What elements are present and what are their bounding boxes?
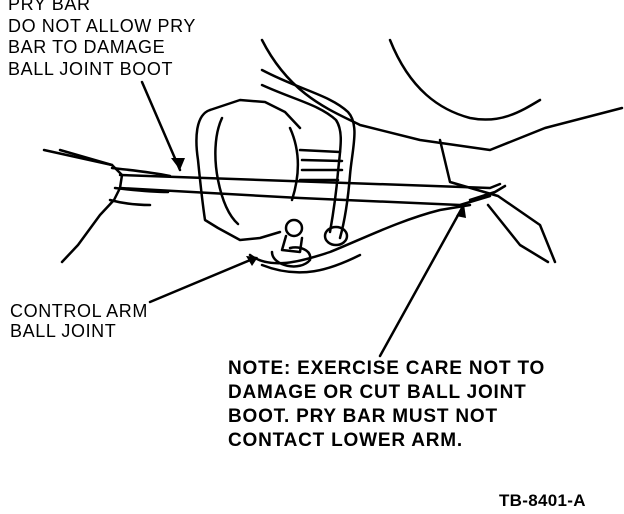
lower-arm bbox=[248, 203, 472, 265]
pry-bar-top bbox=[118, 173, 502, 190]
note-arrowhead bbox=[456, 204, 466, 218]
hub-rim bbox=[288, 126, 300, 202]
control-arm-line-1: CONTROL ARM bbox=[10, 301, 148, 321]
note-line-4: CONTACT LOWER ARM. bbox=[228, 430, 463, 451]
caliper-top bbox=[208, 98, 302, 130]
pry-bar-line-1: PRY BAR bbox=[8, 0, 91, 14]
knuckle-pivot bbox=[323, 225, 349, 247]
control-arm-callout: CONTROL ARM BALL JOINT bbox=[10, 301, 148, 341]
body-side-line bbox=[486, 203, 550, 264]
hand-thumb bbox=[58, 148, 114, 167]
note-line-2: DAMAGE OR CUT BALL JOINT bbox=[228, 382, 527, 403]
hand-fingers bbox=[108, 166, 172, 207]
control-arm-line-2: BALL JOINT bbox=[10, 321, 117, 341]
pry-bar-line-4: BALL JOINT BOOT bbox=[8, 58, 174, 79]
pry-bar-callout: PRY BAR DO NOT ALLOW PRY BAR TO DAMAGE B… bbox=[8, 0, 196, 80]
ball-joint-stud bbox=[280, 234, 304, 254]
control-arm-leader bbox=[148, 256, 257, 304]
fender-curve bbox=[388, 38, 542, 121]
note-callout: NOTE: EXERCISE CARE NOT TO DAMAGE OR CUT… bbox=[228, 357, 545, 453]
pry-bar-tip bbox=[468, 184, 507, 202]
ball-joint-base bbox=[270, 246, 312, 268]
knuckle-arm bbox=[260, 68, 356, 240]
pry-bar-leader bbox=[140, 80, 182, 172]
lower-arm-lower bbox=[260, 253, 362, 274]
pry-bar-line-2: DO NOT ALLOW PRY bbox=[8, 15, 196, 36]
fender-outline bbox=[260, 38, 624, 152]
control-arm-arrowhead bbox=[246, 256, 258, 266]
ball-joint-nut bbox=[284, 218, 304, 238]
hand-outline bbox=[42, 148, 124, 264]
pry-bar-line-3: BAR TO DAMAGE bbox=[8, 37, 166, 57]
caliper-housing bbox=[195, 108, 282, 242]
inner-body-line bbox=[438, 138, 557, 264]
knuckle-arm-inner bbox=[260, 83, 342, 234]
boot-folds bbox=[298, 148, 344, 182]
note-leader bbox=[378, 206, 464, 358]
caliper-edge bbox=[214, 116, 240, 226]
figure-id: TB-8401-A bbox=[499, 491, 586, 510]
pry-bar-arrowhead bbox=[171, 158, 185, 170]
note-line-1: NOTE: EXERCISE CARE NOT TO bbox=[228, 358, 546, 379]
note-line-3: BOOT. PRY BAR MUST NOT bbox=[228, 406, 498, 427]
pry-bar-bottom bbox=[118, 186, 492, 207]
